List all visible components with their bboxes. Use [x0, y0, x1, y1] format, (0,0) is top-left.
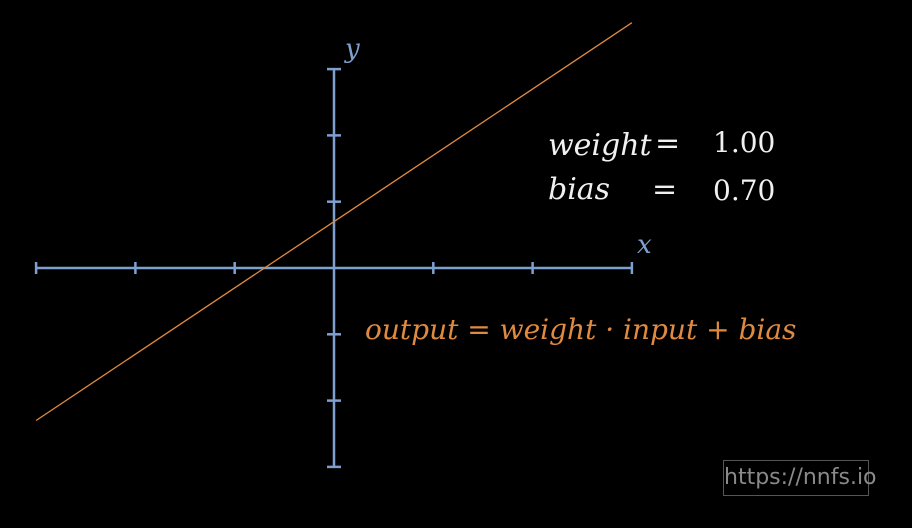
weight-value: 1.00	[713, 126, 776, 159]
formula-text: output = weight · input + bias	[365, 313, 797, 346]
bias-equals: =	[652, 172, 678, 207]
bias-label: bias	[548, 172, 611, 207]
weight-equals: =	[655, 126, 681, 161]
website-watermark[interactable]: https://nnfs.io	[723, 460, 877, 496]
weight-label: weight	[548, 128, 652, 163]
x-axis-label: x	[637, 230, 652, 260]
axes	[34, 67, 634, 469]
bias-value: 0.70	[713, 174, 776, 207]
function-line	[35, 22, 633, 422]
function-line-group	[35, 22, 633, 422]
y-axis-label: y	[345, 34, 360, 64]
